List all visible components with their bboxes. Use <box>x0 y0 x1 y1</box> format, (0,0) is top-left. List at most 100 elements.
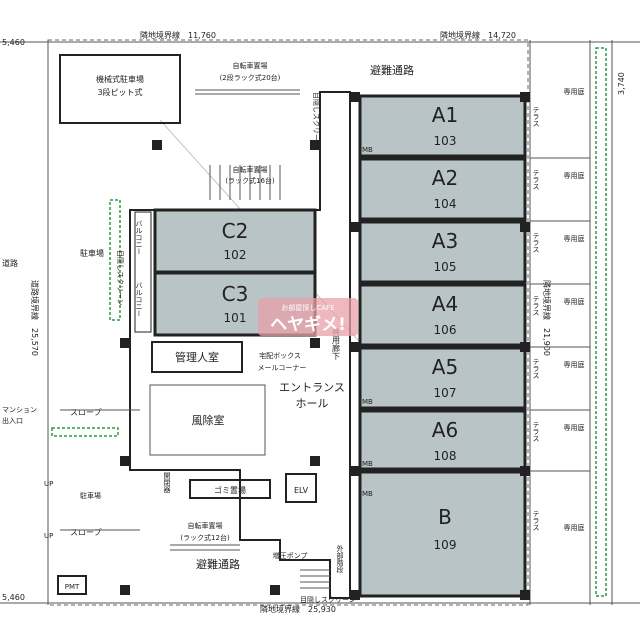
unit-a1-number: 103 <box>434 134 457 148</box>
bike-top-sub: (2段ラック式20台) <box>220 73 281 82</box>
pump-label: 増圧ポンプ <box>273 551 308 560</box>
elevator <box>285 473 317 503</box>
garden-a1: 専用庭 <box>564 87 585 96</box>
mech-parking-sub: 3段ピット式 <box>97 87 142 97</box>
stairs <box>300 569 330 589</box>
unit-c2-number: 102 <box>224 248 247 262</box>
garden-hedge <box>51 47 607 597</box>
elv-label: ELV <box>294 486 309 495</box>
up-label-a: UP <box>44 480 53 488</box>
bike-bottom-label: 自転車置場 <box>188 521 223 530</box>
unit-b <box>358 470 527 598</box>
mailcorner-label: メールコーナー <box>258 364 307 372</box>
units-a <box>358 94 527 598</box>
terrace-a1: テラス <box>532 106 540 127</box>
terrace-a3: テラス <box>532 232 540 253</box>
unit-a3-number: 105 <box>434 260 457 274</box>
unit-a4-number: 106 <box>434 323 457 337</box>
unit-a6-name: A6 <box>432 418 458 442</box>
unit-a4-name: A4 <box>432 292 458 316</box>
pmt-label: PMT <box>65 583 80 591</box>
unit-a2 <box>358 157 527 221</box>
garden-a4: 専用庭 <box>564 297 585 306</box>
dim-top-left: 5,460 <box>2 38 25 47</box>
unit-b-number: 109 <box>434 538 457 552</box>
unit-c2 <box>153 208 317 274</box>
terrace-a5: テラス <box>532 358 540 379</box>
mech-parking <box>59 54 181 124</box>
pmt-box <box>57 575 87 595</box>
trash-room <box>189 479 271 499</box>
unit-c3-name: C3 <box>222 282 249 306</box>
screen-top-label: 目隠しスクリーン <box>312 92 321 148</box>
terrace-a6: テラス <box>532 421 540 442</box>
screen-left-label: 目隠しスクリーン <box>116 250 125 306</box>
parking-left-label: 駐車場 <box>80 248 104 258</box>
dim-top-b: 隣地境界線 14,720 <box>440 30 516 40</box>
unit-a1-name: A1 <box>432 103 458 127</box>
garden-a3: 専用庭 <box>564 234 585 243</box>
garden-dividers <box>530 157 590 472</box>
dim-bottom-left: 5,460 <box>2 593 25 602</box>
garden-a5: 専用庭 <box>564 360 585 369</box>
columns <box>120 92 530 600</box>
mech-parking-label: 機械式駐車場 <box>96 74 144 84</box>
garden-b: 専用庭 <box>564 523 585 532</box>
bike-rack-top <box>195 89 300 95</box>
up-label-b: UP <box>44 532 53 540</box>
unit-a2-number: 104 <box>434 197 457 211</box>
slope-a-label: スロープ <box>70 408 102 417</box>
hall-label: ホール <box>296 397 329 410</box>
mansion-entry-label-b: 出入口 <box>2 416 23 425</box>
balcony <box>134 211 152 333</box>
manager-label: 管理人室 <box>175 350 219 364</box>
dim-bottom-b: 隣地境界線 25,930 <box>260 604 336 614</box>
building-outline <box>129 91 351 599</box>
bike-rack-mid <box>209 165 281 200</box>
mailbox-label: 宅配ボックス <box>259 351 301 360</box>
garden-a6: 専用庭 <box>564 423 585 432</box>
unit-a2-name: A2 <box>432 166 458 190</box>
screen-bottom-label: 目隠しスクリーン <box>300 595 356 604</box>
dim-left-mid: 道路境界線 25,570 <box>30 280 40 356</box>
terrace-a4: テラス <box>532 295 540 316</box>
mansion-entry-label: マンション <box>2 406 37 414</box>
evac-bottom-label: 避難通路 <box>196 557 240 571</box>
slope-b-label: スロープ <box>70 528 102 537</box>
road-label: 道路 <box>2 258 18 268</box>
unit-c2-name: C2 <box>222 219 249 243</box>
unit-a5 <box>358 346 527 410</box>
elec-label: 開閉器 <box>163 472 171 494</box>
manager-room <box>151 341 243 373</box>
bike-bottom-sub: (ラック式12台) <box>180 533 230 542</box>
trash-label: ゴミ置場 <box>214 485 246 495</box>
mb-a1: MB <box>362 146 373 154</box>
unit-a3-name: A3 <box>432 229 458 253</box>
windbreak-room <box>149 384 266 456</box>
watermark-line1: お部屋探しCAFE <box>281 303 334 312</box>
unit-a6 <box>358 409 527 471</box>
garden-a2: 専用庭 <box>564 171 585 180</box>
bike-mid-sub: (ラック式16台) <box>225 176 275 185</box>
unit-a6-number: 108 <box>434 449 457 463</box>
terrace-b: テラス <box>532 510 540 531</box>
mb-b: MB <box>362 490 373 498</box>
unit-c3-number: 101 <box>224 311 247 325</box>
terrace-a2: テラス <box>532 169 540 190</box>
evac-top-label: 避難通路 <box>370 63 414 77</box>
bike-top-label: 自転車置場 <box>233 61 268 70</box>
bike-mid-label: 自転車置場 <box>233 165 268 174</box>
mb-a5: MB <box>362 398 373 406</box>
dim-top-a: 隣地境界線 11,760 <box>140 30 216 40</box>
stairs-label: 外部階段 <box>336 544 344 574</box>
entrance-label: エントランス <box>279 381 345 394</box>
unit-a1 <box>358 94 527 158</box>
balcony-c3-label: バルコニー <box>135 282 143 317</box>
bike-rack-bottom <box>170 544 240 551</box>
balcony-c2-label: バルコニー <box>135 220 143 255</box>
parking-b-label: 駐車場 <box>80 491 101 500</box>
unit-a4 <box>358 283 527 347</box>
dim-right-top: 3,740 <box>617 72 626 95</box>
windbreak-label: 風除室 <box>192 413 225 427</box>
